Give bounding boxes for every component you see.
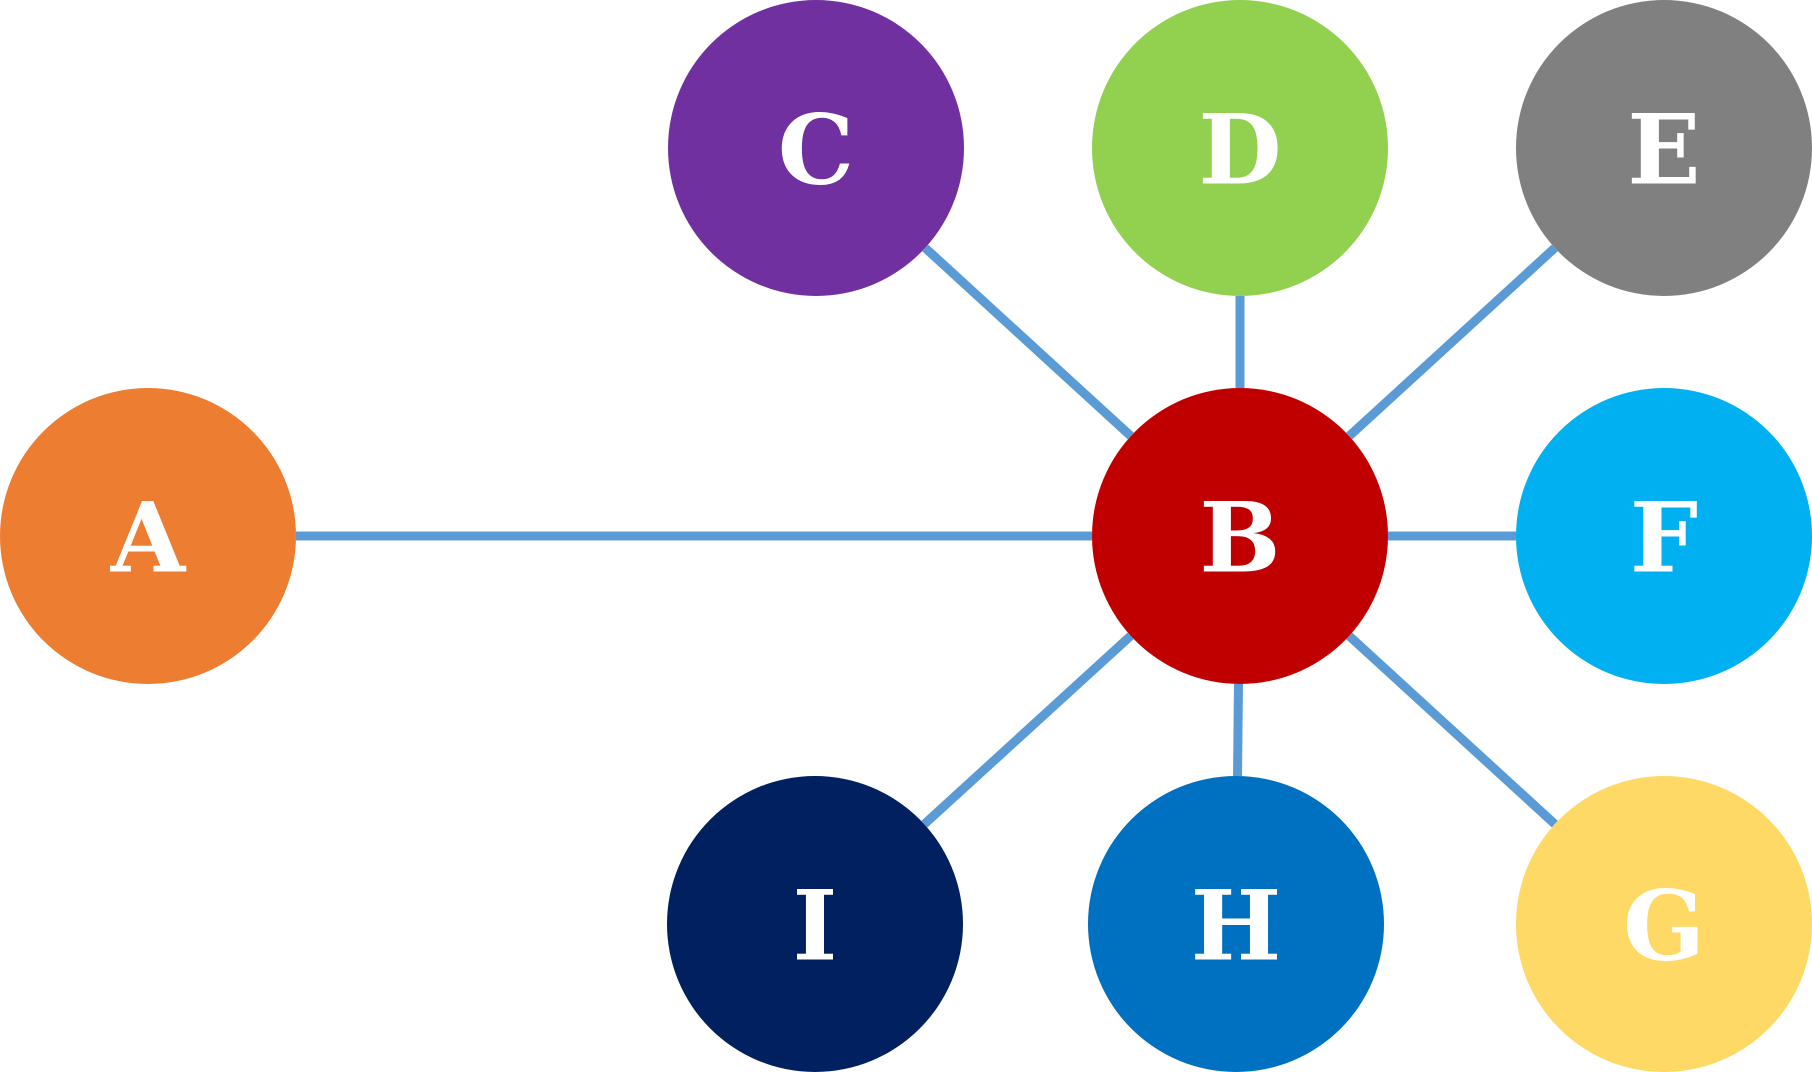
- node-circle-i: [667, 776, 963, 1072]
- node-label-h: H: [1191, 870, 1282, 983]
- edge-b-g: [1346, 632, 1558, 828]
- node-d: D: [1092, 0, 1388, 296]
- node-label-i: I: [793, 870, 838, 983]
- node-label-d: D: [1198, 94, 1281, 207]
- node-circle-b: [1092, 388, 1388, 684]
- node-label-b: B: [1199, 482, 1280, 595]
- edge-b-e: [1346, 244, 1558, 440]
- edges-layer: [296, 244, 1558, 828]
- node-label-e: E: [1627, 94, 1700, 207]
- node-label-f: F: [1630, 482, 1698, 595]
- node-circle-e: [1516, 0, 1812, 296]
- node-a: A: [0, 388, 296, 684]
- edge-b-c: [922, 244, 1134, 440]
- node-circle-g: [1516, 776, 1812, 1072]
- node-circle-c: [668, 0, 964, 296]
- node-c: C: [668, 0, 964, 296]
- node-circle-h: [1088, 776, 1384, 1072]
- node-label-a: A: [110, 482, 187, 595]
- edge-b-i: [921, 632, 1134, 828]
- node-label-c: C: [778, 94, 854, 207]
- node-b: B: [1092, 388, 1388, 684]
- node-circle-f: [1516, 388, 1812, 684]
- node-i: I: [667, 776, 963, 1072]
- node-circle-d: [1092, 0, 1388, 296]
- node-e: E: [1516, 0, 1812, 296]
- node-h: H: [1088, 776, 1384, 1072]
- node-g: G: [1516, 776, 1812, 1072]
- node-circle-a: [0, 388, 296, 684]
- node-f: F: [1516, 388, 1812, 684]
- edge-b-h: [1233, 683, 1243, 777]
- node-label-g: G: [1623, 870, 1705, 983]
